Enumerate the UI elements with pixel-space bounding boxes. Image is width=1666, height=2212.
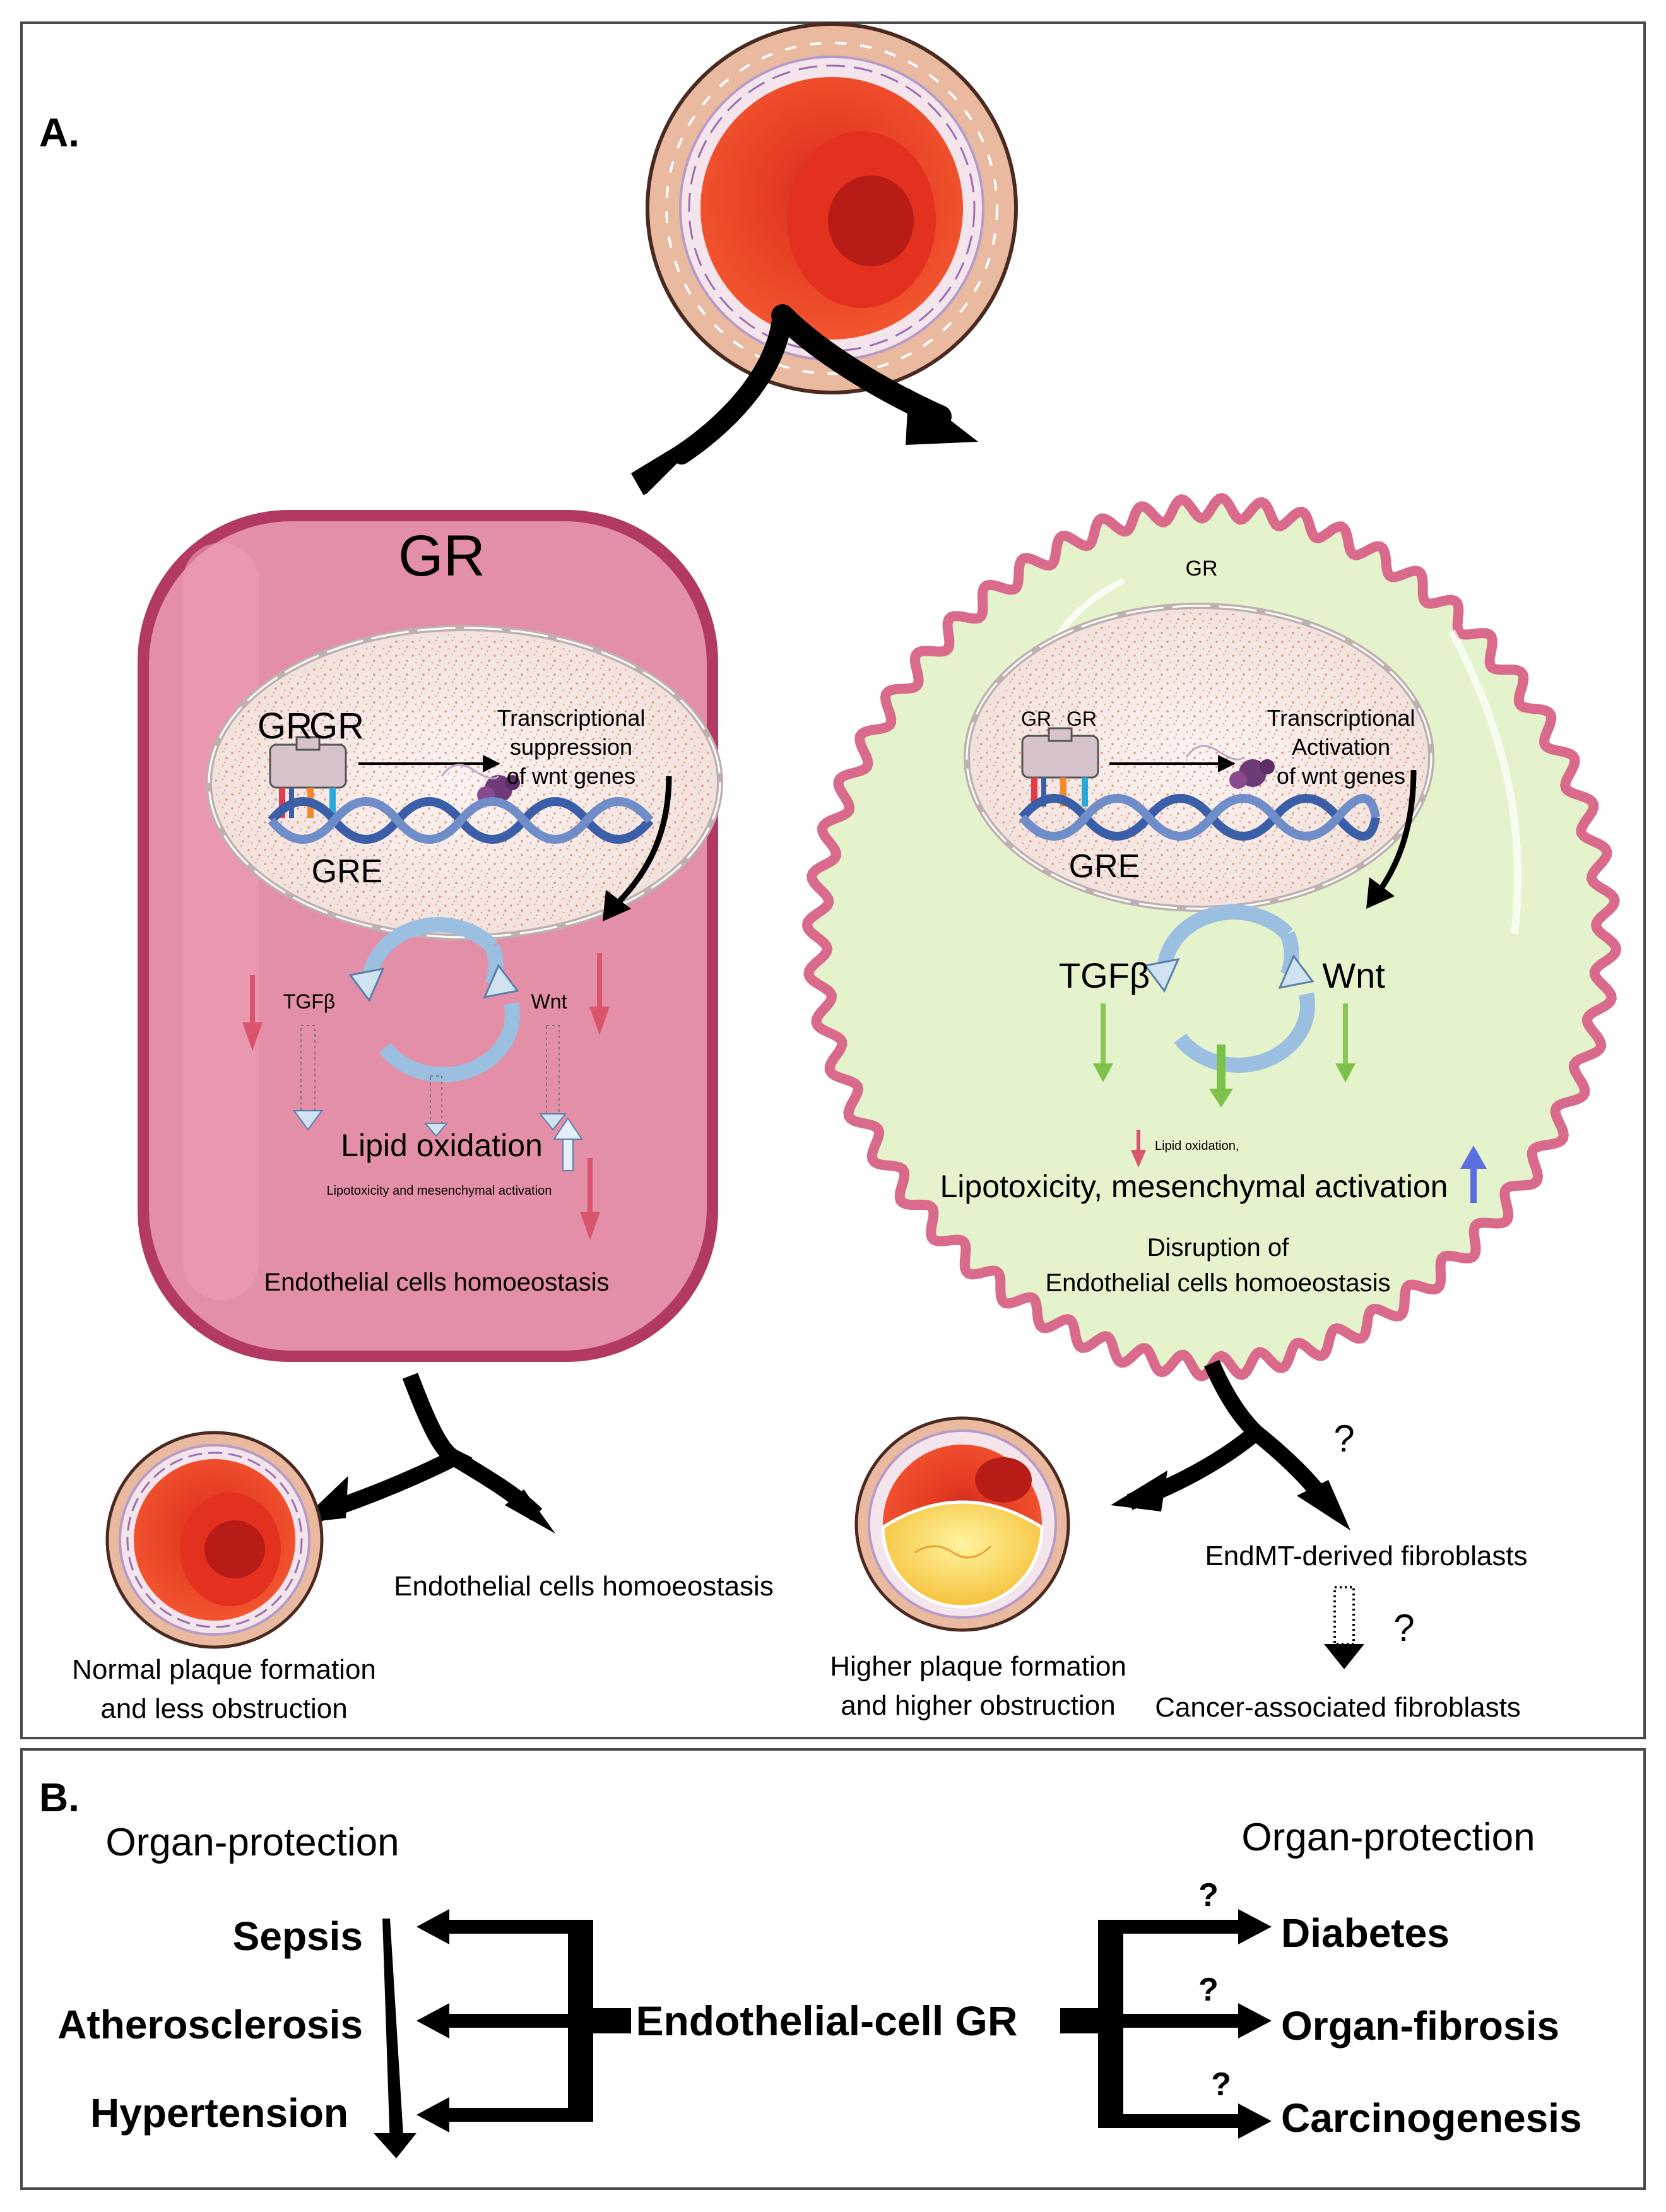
right-disruption-line-1: Disruption of: [1147, 1234, 1289, 1262]
left-item-atherosclerosis: Atherosclerosis: [57, 2002, 363, 2047]
right-wnt-label: Wnt: [1322, 955, 1385, 995]
left-down-arrow-wnt: [589, 953, 610, 1035]
left-transcription-line-3: of wnt genes: [507, 763, 635, 789]
split-arrow-left: [631, 305, 793, 495]
right-heading: Organ-protection: [1241, 1816, 1535, 1859]
left-bracket-arrows: [416, 1909, 631, 2132]
left-dna-icon: [268, 797, 654, 844]
left-receptor-icon: [269, 736, 347, 818]
right-question-mark-2: ?: [1198, 1972, 1219, 2008]
right-down-arrow-lipid: [1131, 1130, 1146, 1168]
left-homeostasis-outcome: Endothelial cells homoeostasis: [394, 1571, 774, 1602]
panel-a-label: A.: [39, 110, 80, 155]
left-dashed-arrow-3: [538, 1025, 567, 1131]
right-lipid-small-label: Lipid oxidation,: [1155, 1139, 1239, 1153]
left-homeostasis-label: Endothelial cells homoeostasis: [264, 1269, 610, 1296]
left-wnt-label: Wnt: [531, 990, 567, 1013]
left-lipotox-label: Lipotoxicity and mesenchymal activation: [327, 1184, 552, 1198]
right-gre-label: GRE: [1069, 848, 1140, 885]
left-cell: GR GR GR Transcriptional suppression: [138, 510, 723, 1362]
left-dashed-arrow-1: [293, 1025, 323, 1131]
left-nucleus: [206, 625, 723, 940]
right-outcome-vessel-icon: [854, 1416, 1070, 1632]
left-vessel-caption-line-1: Normal plaque formation: [72, 1654, 376, 1685]
top-vessel-icon: [646, 22, 1018, 394]
right-bracket-arrows: [1060, 1909, 1272, 2139]
right-dna-icon: [1019, 794, 1380, 841]
right-receptor-icon: [1021, 727, 1099, 807]
right-up-arrow-lipotox: [1460, 1145, 1487, 1203]
right-receptor-label-1: GR: [1021, 707, 1051, 730]
left-receptor-label-1: GR: [257, 706, 312, 747]
right-cell-title: GR: [1186, 557, 1218, 581]
decreasing-wedge-icon: [382, 1919, 404, 2146]
right-item-organ-fibrosis: Organ-fibrosis: [1281, 2003, 1559, 2049]
left-down-arrow-lipotox: [580, 1158, 600, 1240]
left-up-arrow-lipid: [553, 1117, 583, 1171]
right-item-diabetes: Diabetes: [1281, 1910, 1450, 1956]
right-green-arrow-1: [1093, 1003, 1113, 1082]
left-vessel-caption-line-2: and less obstruction: [100, 1693, 347, 1724]
left-dashed-arrow-2: [423, 1075, 449, 1137]
right-transcription-line-3: of wnt genes: [1277, 763, 1405, 789]
right-receptor-label-2: GR: [1066, 707, 1097, 730]
endmt-label: EndMT-derived fibroblasts: [1205, 1541, 1527, 1571]
left-transcription-line-2: suppression: [510, 734, 632, 760]
left-outcome-vessel-icon: [105, 1431, 324, 1649]
right-outcome-arrows: [1111, 1359, 1350, 1530]
question-mark-2: ?: [1393, 1607, 1414, 1649]
left-tgf-label: TGFβ: [283, 990, 335, 1013]
right-cycle-icon: [1143, 904, 1315, 1073]
left-item-hypertension: Hypertension: [90, 2090, 348, 2136]
left-item-sepsis: Sepsis: [233, 1913, 363, 1959]
left-down-arrow-tgf: [242, 975, 263, 1051]
left-lipid-label: Lipid oxidation: [341, 1128, 543, 1163]
right-transcription-line-2: Activation: [1292, 734, 1390, 760]
right-curve-arrow: [1373, 769, 1417, 898]
question-mark-1: ?: [1333, 1417, 1354, 1460]
right-cell: GR GR GR Transcriptional Activation of w…: [801, 492, 1622, 1382]
right-lipotox-label: Lipotoxicity, mesenchymal activation: [940, 1169, 1448, 1204]
caf-label: Cancer-associated fibroblasts: [1155, 1692, 1521, 1723]
right-green-arrow-2: [1209, 1044, 1233, 1108]
right-item-carcinogenesis: Carcinogenesis: [1281, 2095, 1582, 2141]
panel-b-label: B.: [39, 1775, 80, 1820]
right-disruption-line-2: Endothelial cells homoeostasis: [1046, 1269, 1391, 1297]
right-vessel-caption-line-2: and higher obstruction: [841, 1690, 1115, 1721]
left-cycle-icon: [348, 917, 520, 1082]
right-question-mark-1: ?: [1198, 1877, 1219, 1913]
left-receptor-label-2: GR: [309, 706, 364, 747]
left-heading: Organ-protection: [105, 1821, 399, 1864]
dashed-down-arrow: [1324, 1586, 1364, 1669]
left-outcome-arrows: [298, 1373, 555, 1534]
left-transcription-line-1: Transcriptional: [497, 705, 646, 731]
left-gre-label: GRE: [312, 853, 383, 890]
right-tgf-label: TGFβ: [1059, 955, 1150, 995]
right-question-mark-3: ?: [1211, 2066, 1231, 2103]
left-curve-arrow: [610, 776, 672, 911]
split-arrow-right: [771, 304, 978, 445]
right-green-arrow-3: [1335, 1003, 1356, 1082]
right-vessel-caption-line-1: Higher plaque formation: [830, 1651, 1126, 1682]
center-label: Endothelial-cell GR: [635, 1997, 1017, 2044]
panel-b-border: [20, 1748, 1646, 2190]
right-chromatin-icon: [1185, 745, 1275, 789]
right-transcription-line-1: Transcriptional: [1267, 705, 1415, 731]
left-cell-title: GR: [398, 524, 485, 588]
